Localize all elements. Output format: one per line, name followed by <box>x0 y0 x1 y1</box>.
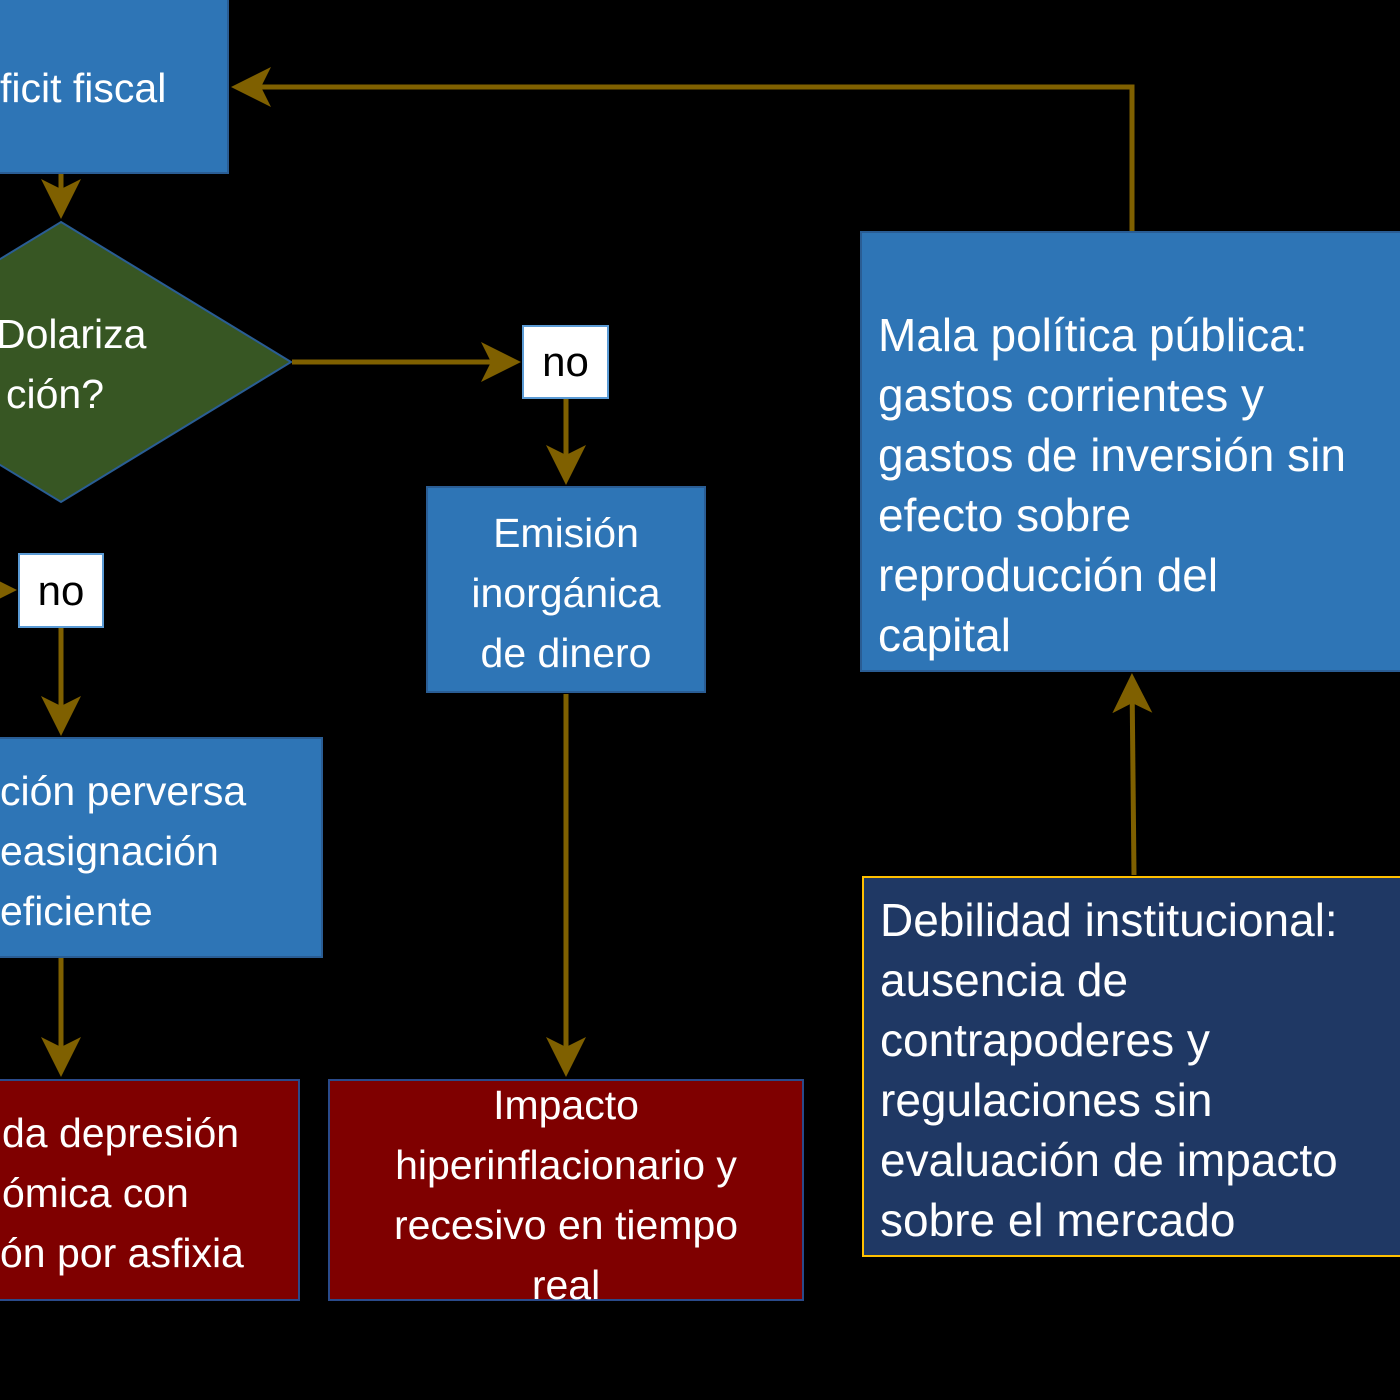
emision-box: Emisión inorgánica de dinero <box>426 486 706 693</box>
no-text: no <box>542 338 589 385</box>
decision-line: ción? <box>6 371 105 417</box>
asignacion-box: ción perversa easignación eficiente <box>0 737 323 958</box>
debilidad-institucional-box: Debilidad institucional: ausencia de con… <box>862 876 1400 1257</box>
mala-politica-line: Mala política pública: <box>878 309 1308 361</box>
decision-line: Dolariza <box>0 311 147 357</box>
asignacion-line: easignación <box>0 828 219 874</box>
arrow-debilidad-to-mala-politica <box>1112 673 1153 876</box>
deficit-line: ficit fiscal <box>0 65 167 111</box>
mala-politica-line: gastos corrientes y <box>878 369 1265 421</box>
debilidad-line: sobre el mercado <box>880 1194 1236 1246</box>
impacto-line: real <box>531 1262 601 1308</box>
mala-politica-box: Mala política pública: gastos corrientes… <box>860 231 1400 672</box>
decision-diamond <box>0 220 293 504</box>
deficit-fiscal-box: ficit fiscal <box>0 0 229 174</box>
mala-politica-line: gastos de inversión sin <box>878 429 1346 481</box>
no-left-label: no <box>18 553 104 628</box>
depresion-line: ón por asfixia <box>0 1230 244 1276</box>
impacto-line: hiperinflacionario y <box>395 1142 737 1188</box>
depresion-line: da depresión <box>2 1110 240 1156</box>
impacto-box: Impacto hiperinflacionario y recesivo en… <box>328 1079 804 1308</box>
decision-label: Dolariza ción? <box>0 304 146 424</box>
depresion-line: ómica con <box>2 1170 189 1216</box>
impacto-line: recesivo en tiempo <box>393 1202 739 1248</box>
mala-politica-line: efecto sobre <box>878 489 1132 541</box>
emision-line: de dinero <box>480 630 652 676</box>
debilidad-line: regulaciones sin <box>880 1074 1213 1126</box>
emision-line: Emisión <box>493 510 639 556</box>
mala-politica-line: reproducción del <box>878 549 1219 601</box>
asignacion-line: eficiente <box>0 888 153 934</box>
arrow-mala-politica-to-deficit <box>231 67 1135 231</box>
depresion-box: da depresión ómica con ón por asfixia <box>0 1079 300 1301</box>
debilidad-line: Debilidad institucional: <box>880 894 1338 946</box>
debilidad-line: evaluación de impacto <box>880 1134 1338 1186</box>
debilidad-line: ausencia de <box>880 954 1129 1006</box>
no-right-label: no <box>522 325 609 399</box>
asignacion-line: ción perversa <box>0 768 247 814</box>
impacto-line: Impacto <box>493 1082 639 1128</box>
debilidad-line: contrapoderes y <box>880 1014 1210 1066</box>
emision-line: inorgánica <box>471 570 661 616</box>
mala-politica-line: capital <box>878 609 1011 661</box>
no-text: no <box>37 566 85 614</box>
